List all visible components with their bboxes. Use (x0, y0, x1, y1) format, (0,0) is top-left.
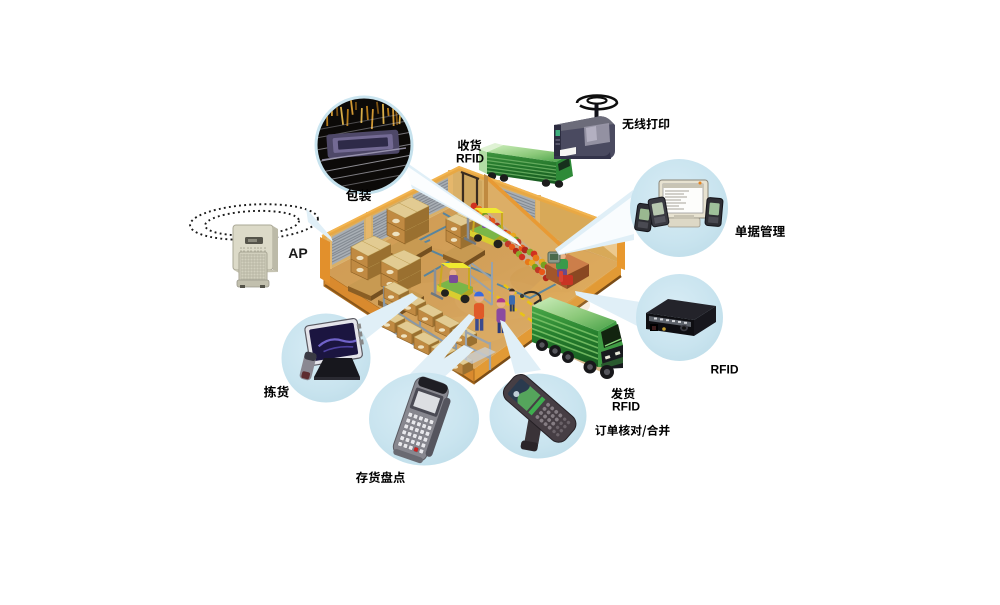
svg-text:RFID: RFID (711, 363, 739, 377)
svg-text:RFID: RFID (612, 400, 640, 414)
svg-text:RFID: RFID (456, 152, 484, 166)
svg-text:AP: AP (288, 245, 307, 261)
